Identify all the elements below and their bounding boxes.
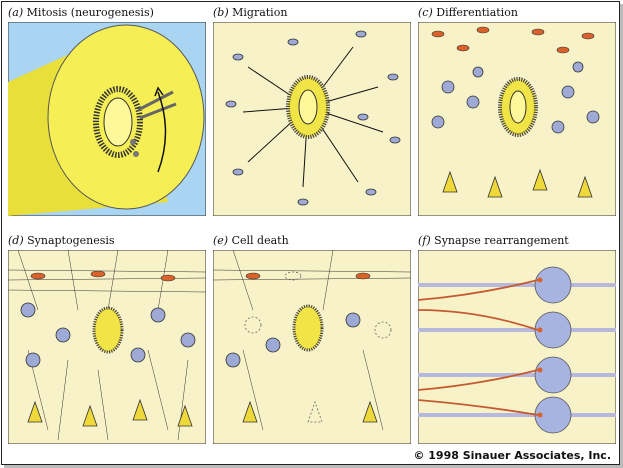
panel-differentiation: (c) Differentiation (418, 6, 616, 216)
panel-migration: (b) Migration (213, 6, 411, 216)
differentiation-illustration (418, 22, 616, 216)
panel-synapse-rearrangement: (f) Synapse rearrangement (418, 234, 616, 444)
panel-label: (a) Mitosis (neurogenesis) (8, 6, 154, 19)
panel-label: (b) Migration (213, 6, 288, 19)
panel-synaptogenesis: (d) Synaptogenesis (8, 234, 206, 444)
synapse-rearrangement-illustration (418, 250, 616, 444)
cell-death-illustration (213, 250, 411, 444)
panel-label: (c) Differentiation (418, 6, 518, 19)
panel-label: (e) Cell death (213, 234, 289, 247)
panel-cell-death: (e) Cell death (213, 234, 411, 444)
copyright-notice: © 1998 Sinauer Associates, Inc. (413, 449, 611, 462)
mitosis-illustration (8, 22, 206, 216)
panel-mitosis: (a) Mitosis (neurogenesis) (8, 6, 206, 216)
synaptogenesis-illustration (8, 250, 206, 444)
panel-label: (d) Synaptogenesis (8, 234, 115, 247)
panel-label: (f) Synapse rearrangement (418, 234, 569, 247)
migration-illustration (213, 22, 411, 216)
